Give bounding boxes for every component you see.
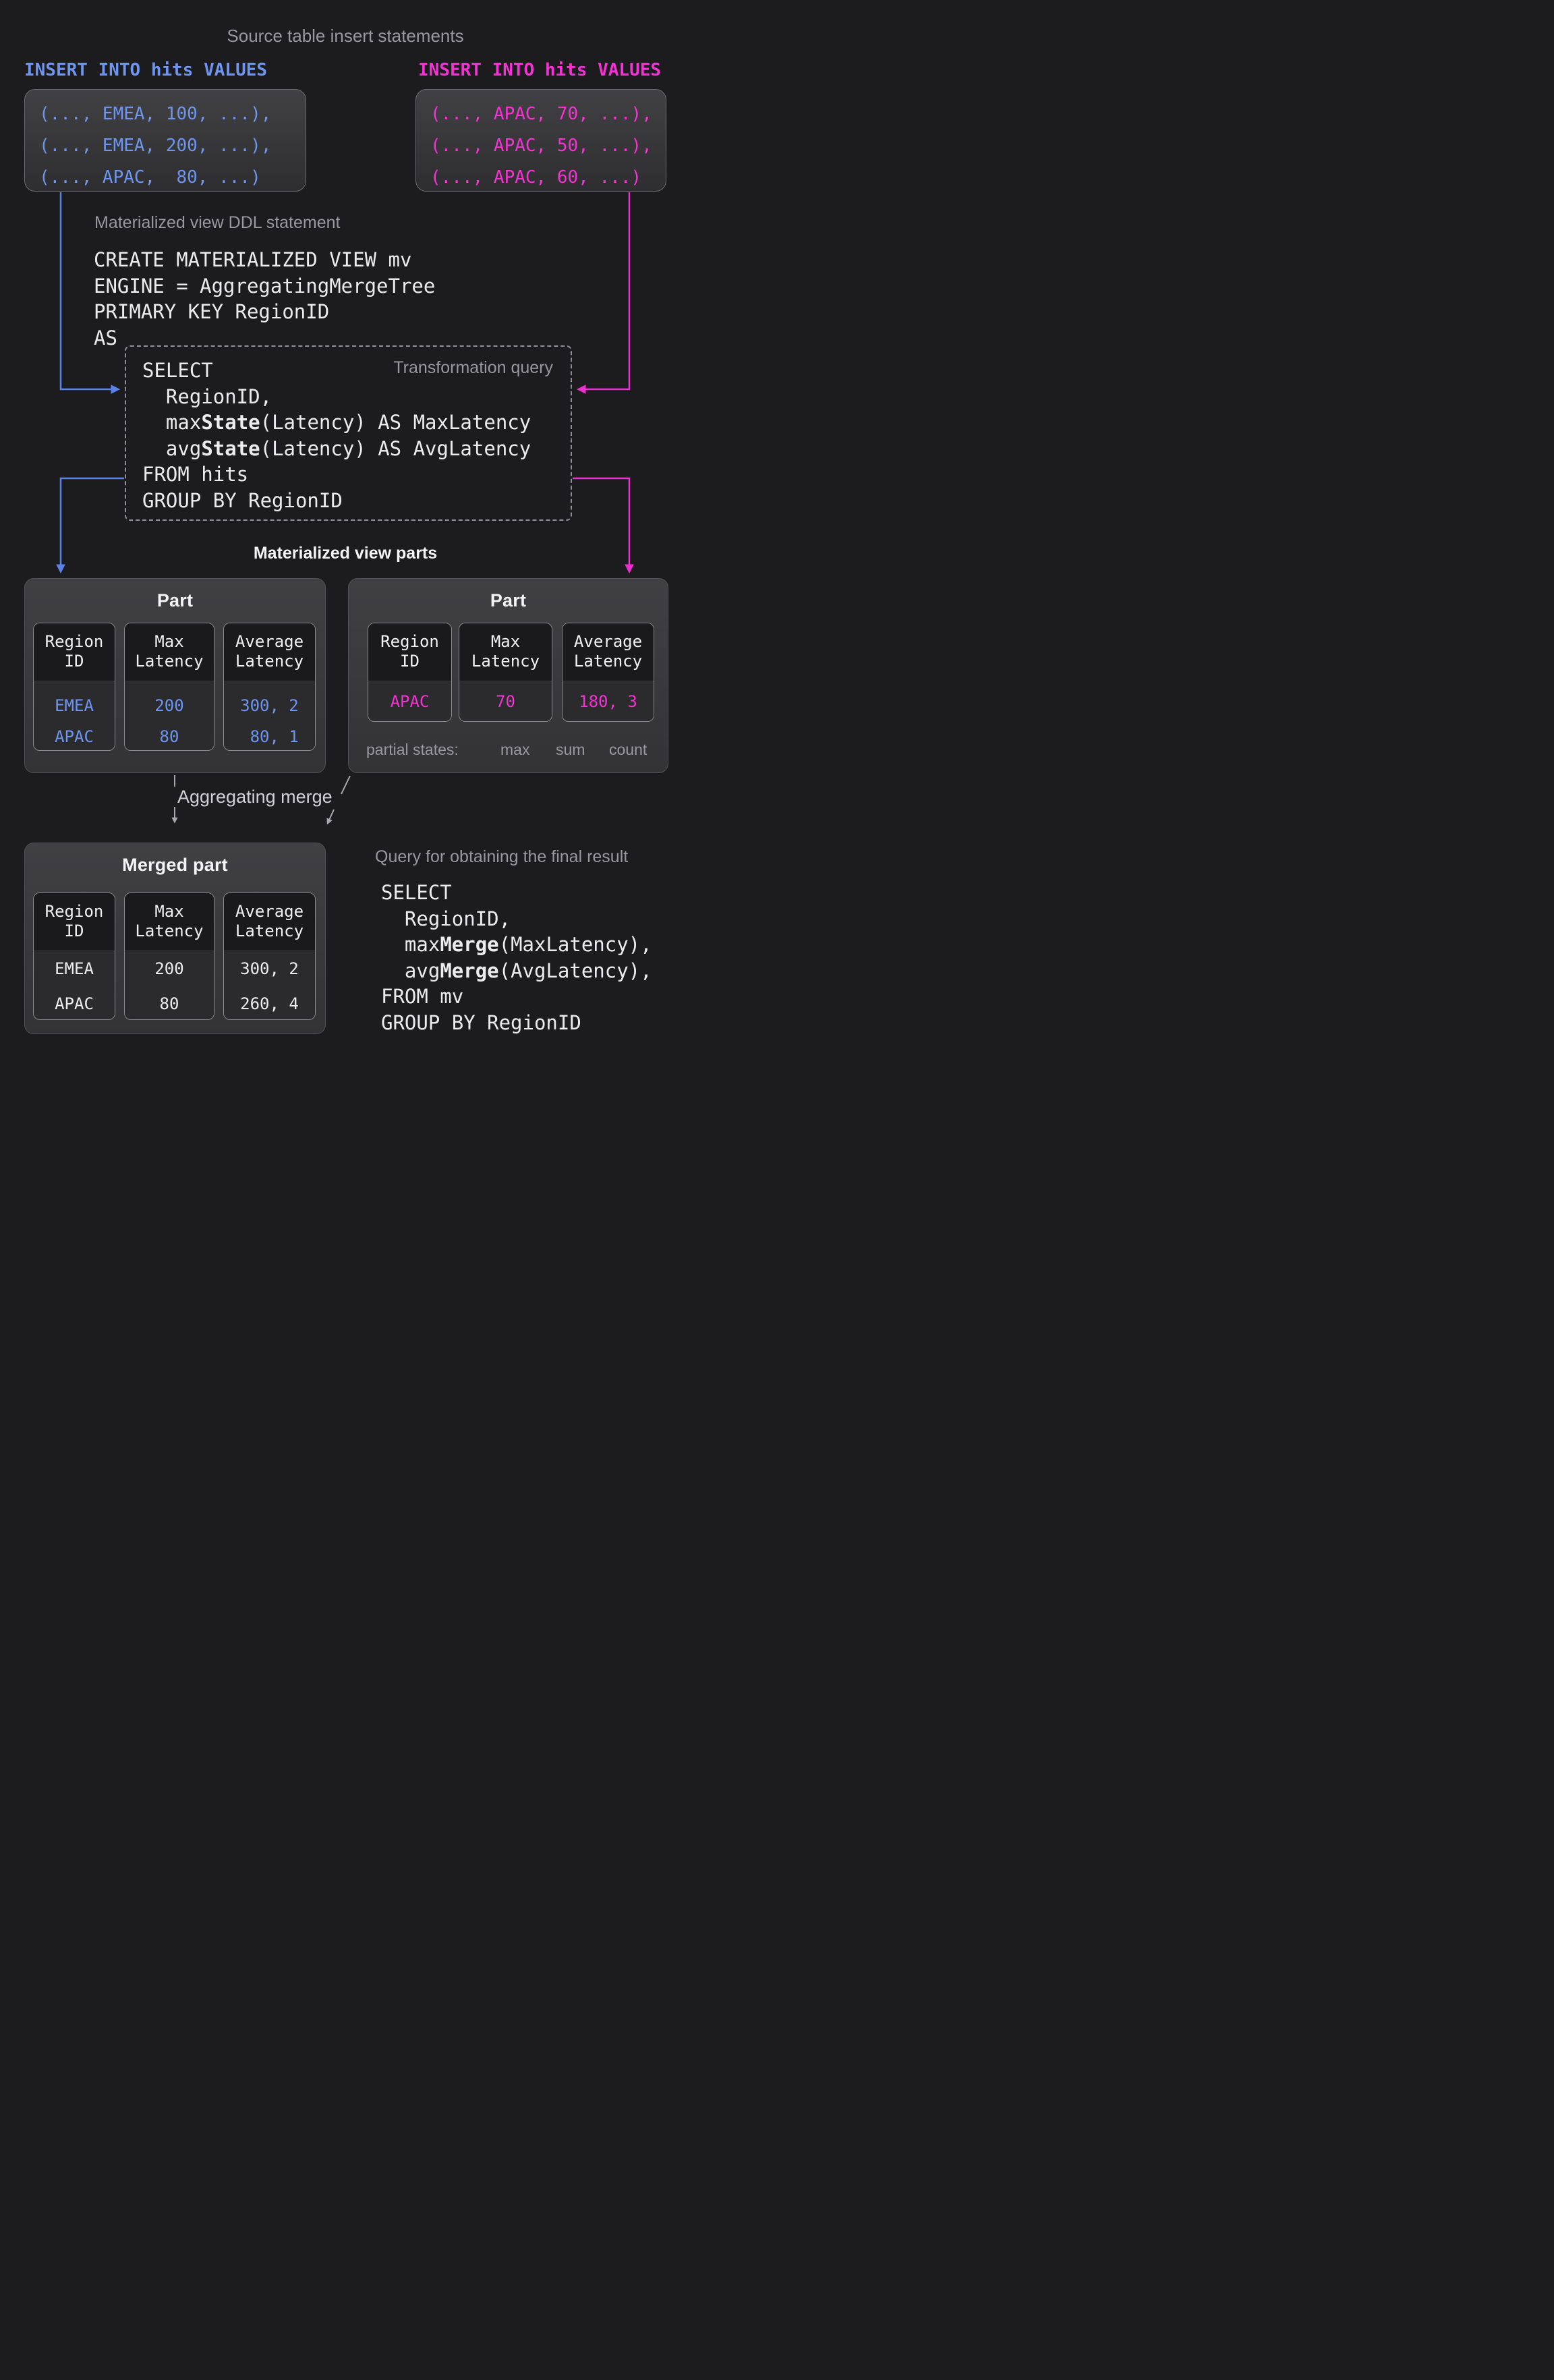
part-right-col-max: Max Latency 70 <box>459 623 552 722</box>
ddl-code-line: ENGINE = AggregatingMergeTree <box>94 274 436 298</box>
query-code-line: RegionID, <box>142 385 272 408</box>
column-header: Region ID <box>368 623 451 681</box>
final-code-line: RegionID, <box>381 907 511 930</box>
merge-arrow-right-upper <box>341 775 351 795</box>
column-header: Average Latency <box>224 623 315 681</box>
transformation-query-code: SELECT RegionID, maxState(Latency) AS Ma… <box>142 358 531 514</box>
column-values: APAC <box>368 681 451 721</box>
insert-left-header: INSERT INTO hits VALUES <box>24 60 268 80</box>
part-right-col-region: Region ID APAC <box>368 623 452 722</box>
diagram-page: { "colors": { "accent_blue": "#6e96f0", … <box>0 0 691 1058</box>
transformation-query-label: Transformation query <box>393 358 553 377</box>
final-query-code: SELECT RegionID, maxMerge(MaxLatency), a… <box>381 880 652 1036</box>
partial-states-label: partial states: <box>366 741 459 758</box>
merged-part-title: Merged part <box>122 855 228 875</box>
page-title: Source table insert statements <box>227 26 464 46</box>
query-code-line: FROM hits <box>142 463 249 486</box>
partial-state-max-label: max <box>500 741 530 758</box>
partial-state-sum-label: sum <box>556 741 585 758</box>
merged-col-max: Max Latency 200 80 <box>124 893 214 1020</box>
column-values: 200 80 <box>125 951 214 1019</box>
final-code-line: SELECT <box>381 881 452 904</box>
column-header: Max Latency <box>125 623 214 681</box>
insert-right-line: (..., APAC, 60, ...) <box>430 167 642 188</box>
part-left-title: Part <box>156 590 194 611</box>
column-header: Average Latency <box>563 623 654 681</box>
column-header: Region ID <box>34 623 115 681</box>
insert-left-line: (..., EMEA, 100, ...), <box>39 104 272 124</box>
part-left-col-max: Max Latency 200 80 <box>124 623 214 751</box>
insert-right-line: (..., APAC, 50, ...), <box>430 136 652 156</box>
part-right-col-avg: Average Latency 180, 3 <box>562 623 654 722</box>
part-right-box: Part Region ID APAC Max Latency 70 Avera… <box>348 578 668 773</box>
ddl-code-line: CREATE MATERIALIZED VIEW mv <box>94 248 412 271</box>
merged-part-box: Merged part Region ID EMEA APAC Max Late… <box>24 843 326 1034</box>
final-code-line: avgMerge(AvgLatency), <box>381 959 652 982</box>
ddl-code: CREATE MATERIALIZED VIEW mv ENGINE = Agg… <box>94 247 435 351</box>
query-code-line: SELECT <box>142 359 213 382</box>
insert-right-header: INSERT INTO hits VALUES <box>418 60 662 80</box>
ddl-code-line: AS <box>94 326 117 349</box>
aggregating-merge-label: Aggregating merge <box>177 787 333 807</box>
column-values: 300, 2 80, 1 <box>224 681 315 750</box>
query-code-line: GROUP BY RegionID <box>142 488 343 512</box>
query-code-line: avgState(Latency) AS AvgLatency <box>142 436 531 460</box>
part-right-title: Part <box>490 590 527 611</box>
parts-section-title: Materialized view parts <box>253 544 438 563</box>
insert-left-box: (..., EMEA, 100, ...), (..., EMEA, 200, … <box>24 89 306 192</box>
column-values: EMEA APAC <box>34 951 115 1019</box>
column-header: Average Latency <box>224 893 315 951</box>
final-code-line: FROM mv <box>381 985 464 1009</box>
final-code-line: maxMerge(MaxLatency), <box>381 933 652 957</box>
insert-right-line: (..., APAC, 70, ...), <box>430 104 652 124</box>
column-values: EMEA APAC <box>34 681 115 750</box>
part-left-box: Part Region ID EMEA APAC Max Latency 200… <box>24 578 326 773</box>
column-values: 180, 3 <box>563 681 654 721</box>
ddl-label: Materialized view DDL statement <box>94 213 341 232</box>
partial-state-count-label: count <box>609 741 648 758</box>
ddl-code-line: PRIMARY KEY RegionID <box>94 300 330 324</box>
part-left-col-region: Region ID EMEA APAC <box>33 623 115 751</box>
column-values: 300, 2 260, 4 <box>224 951 315 1019</box>
insert-right-box: (..., APAC, 70, ...), (..., APAC, 50, ..… <box>415 89 666 192</box>
merge-arrow-right-lower <box>326 809 335 825</box>
column-header: Max Latency <box>459 623 552 681</box>
pink-insert-to-query-arrow <box>576 192 631 394</box>
merged-col-avg: Average Latency 300, 2 260, 4 <box>223 893 316 1020</box>
final-code-line: GROUP BY RegionID <box>381 1011 581 1034</box>
transformation-query-box: Transformation query SELECT RegionID, ma… <box>125 345 572 521</box>
part-left-col-avg: Average Latency 300, 2 80, 1 <box>223 623 316 751</box>
merged-col-region: Region ID EMEA APAC <box>33 893 115 1020</box>
query-code-line: maxState(Latency) AS MaxLatency <box>142 411 531 434</box>
column-values: 200 80 <box>125 681 214 750</box>
insert-left-line: (..., EMEA, 200, ...), <box>39 136 272 156</box>
insert-left-line: (..., APAC, 80, ...) <box>39 167 261 188</box>
column-values: 70 <box>459 681 552 721</box>
column-header: Region ID <box>34 893 115 951</box>
final-query-label: Query for obtaining the final result <box>375 847 629 866</box>
column-header: Max Latency <box>125 893 214 951</box>
